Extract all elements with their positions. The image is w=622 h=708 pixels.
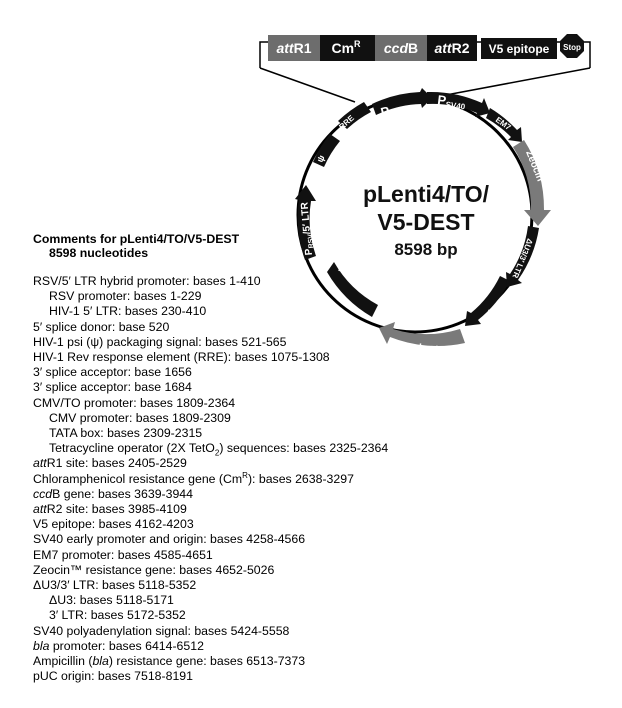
v5-box: [481, 38, 557, 59]
pcmv-arrow: [372, 88, 432, 115]
comment-line: ccdB gene: bases 3639-3944: [33, 486, 193, 501]
comment-line: EM7 promoter: bases 4585-4651: [33, 547, 213, 562]
comment-line: ΔU3/3′ LTR: bases 5118-5352: [33, 578, 197, 593]
comments-subheader: 8598 nucleotides: [49, 246, 149, 260]
cassette-lead-left: [259, 67, 356, 103]
plasmid-name-line1: pLenti4/TO/: [363, 181, 490, 207]
comment-line: CMV/TO promoter: bases 1809-2364: [33, 395, 236, 410]
stop-octagon: [560, 34, 584, 58]
rre-arrow: [338, 102, 371, 129]
sv40pa-arrow: [465, 276, 510, 326]
comment-line: Ampicillin (bla) resistance gene: bases …: [33, 654, 306, 669]
plasmid-name-line2: V5-DEST: [377, 209, 474, 235]
comment-line: 3′ LTR: bases 5172-5352: [49, 608, 186, 623]
comment-line: Zeocin™ resistance gene: bases 4652-5026: [33, 562, 275, 577]
comment-line: CMV promoter: bases 1809-2309: [49, 410, 231, 425]
comment-line: ΔU3: bases 5118-5171: [49, 593, 174, 608]
comment-line: SV40 early promoter and origin: bases 42…: [33, 532, 306, 547]
cmr-label: CmR: [331, 39, 361, 56]
ampicillin-arrow: [379, 322, 465, 347]
du3-arrow: [506, 226, 539, 287]
em7-arrow: [486, 108, 522, 142]
cassette-lead-right: [429, 67, 591, 99]
comment-line: 3′ splice acceptor: base 1684: [33, 380, 192, 395]
prsv-arrow: [295, 185, 316, 260]
attr1-label: attR1: [276, 40, 311, 56]
comment-line: 5′ splice donor: base 520: [33, 319, 170, 334]
puc-arrow: [327, 262, 378, 317]
ccdb-label: ccdB: [384, 40, 418, 56]
psv40-arrow: [427, 91, 490, 117]
attr1-box: [268, 35, 320, 61]
comments-header: Comments for pLenti4/TO/V5-DEST: [33, 232, 240, 246]
comment-line: pUC origin: bases 7518-8191: [33, 669, 193, 684]
psi-arrow: [313, 134, 340, 167]
comment-line: TATA box: bases 2309-2315: [49, 426, 203, 441]
comments-block: Comments for pLenti4/TO/V5-DEST 8598 nuc…: [33, 232, 593, 684]
comment-line: attR2 site: bases 3985-4109: [33, 502, 187, 517]
plasmid-size: 8598 bp: [394, 240, 457, 259]
v5-label: V5 epitope: [489, 42, 550, 56]
attr2-box: [427, 35, 477, 61]
comment-line: HIV-1 psi (ψ) packaging signal: bases 52…: [33, 334, 287, 349]
cassette: attR1 CmR ccdB attR2 V5 epitope Stop: [268, 34, 584, 61]
comment-line: V5 epitope: bases 4162-4203: [33, 517, 194, 532]
comment-line: 3′ splice acceptor: base 1656: [33, 365, 192, 380]
comment-line: SV40 polyadenylation signal: bases 5424-…: [33, 623, 290, 638]
attr2-label: attR2: [434, 40, 469, 56]
zeocin-arrow: [513, 140, 551, 226]
cmr-box: [320, 35, 375, 61]
comment-line: RSV/5′ LTR hybrid promoter: bases 1-410: [33, 274, 261, 288]
comment-line: attR1 site: bases 2405-2529: [33, 456, 187, 471]
psv40-label: PSV40: [437, 92, 468, 111]
ccdb-box: [375, 35, 427, 61]
comment-line: RSV promoter: bases 1-229: [49, 289, 202, 304]
comment-line: bla promoter: bases 6414-6512: [33, 638, 204, 653]
comment-line: HIV-1 Rev response element (RRE): bases …: [33, 350, 330, 365]
feature-arrows: [295, 88, 539, 326]
psi-label: ψ: [315, 153, 327, 164]
comment-line: Tetracycline operator (2X TetO2) sequenc…: [49, 441, 389, 458]
comment-line: Chloramphenicol resistance gene (CmR): b…: [33, 470, 354, 486]
comment-line: HIV-1 5′ LTR: bases 230-410: [49, 304, 207, 319]
stop-label: Stop: [563, 43, 581, 52]
prsv-label: PRSV/5′ LTR: [299, 201, 316, 256]
